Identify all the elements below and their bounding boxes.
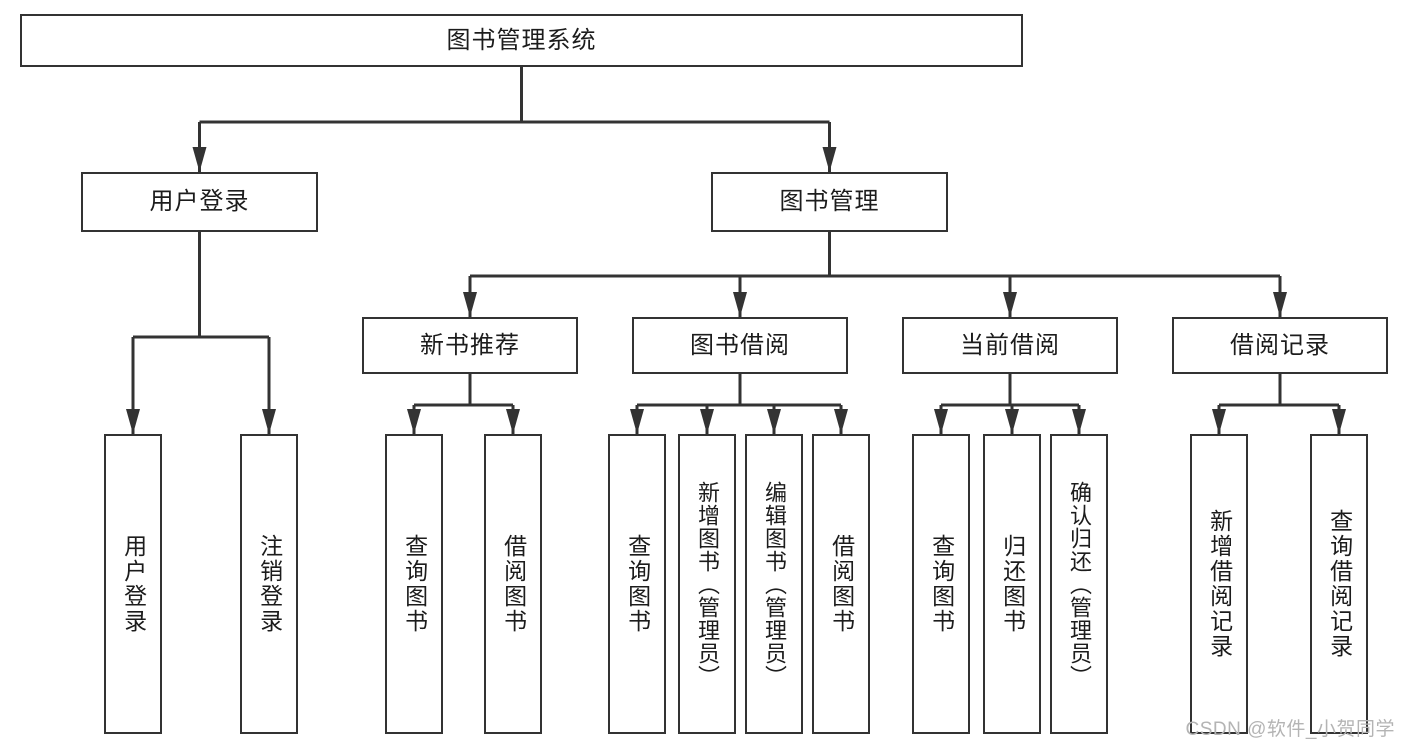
node-l-qnew[interactable]: 查询图书 (385, 434, 443, 734)
node-l-addrec[interactable]: 新增借阅记录 (1190, 434, 1248, 734)
arrowhead-icon (934, 409, 948, 434)
node-label: 注销登录 (256, 534, 283, 634)
arrowhead-icon (834, 409, 848, 434)
node-l-qcur[interactable]: 查询图书 (912, 434, 970, 734)
watermark: CSDN @软件_小贺同学 (1185, 719, 1395, 740)
node-current[interactable]: 当前借阅 (902, 317, 1118, 374)
node-label: 借阅图书 (500, 534, 527, 634)
node-l-confirm[interactable]: 确认归还（管理员） (1050, 434, 1108, 734)
node-login[interactable]: 用户登录 (81, 172, 318, 232)
node-label: 查询图书 (624, 534, 651, 634)
arrowhead-icon (192, 147, 207, 172)
node-l-bbook[interactable]: 借阅图书 (812, 434, 870, 734)
node-label: 新增借阅记录 (1206, 509, 1233, 659)
node-label: 借阅图书 (828, 534, 855, 634)
node-l-return[interactable]: 归还图书 (983, 434, 1041, 734)
arrowhead-icon (733, 292, 747, 317)
arrowhead-icon (126, 409, 140, 434)
arrowhead-icon (630, 409, 644, 434)
node-l-qbor[interactable]: 查询图书 (608, 434, 666, 734)
arrowhead-icon (1212, 409, 1226, 434)
node-label: 查询图书 (928, 534, 955, 634)
arrowhead-icon (1332, 409, 1346, 434)
node-label: 图书管理系统 (446, 26, 597, 54)
node-label: 新书推荐 (420, 331, 520, 359)
node-label: 确认归还（管理员） (1066, 480, 1092, 688)
arrowhead-icon (822, 147, 837, 172)
node-label: 归还图书 (999, 534, 1026, 634)
arrowhead-icon (1003, 292, 1017, 317)
node-label: 查询借阅记录 (1326, 509, 1353, 659)
node-label: 图书管理 (779, 188, 880, 216)
arrowhead-icon (1273, 292, 1287, 317)
node-root[interactable]: 图书管理系统 (20, 14, 1023, 67)
node-label: 用户登录 (149, 188, 250, 216)
arrowhead-icon (407, 409, 421, 434)
arrowhead-icon (767, 409, 781, 434)
node-label: 借阅记录 (1230, 331, 1330, 359)
node-bookmgmt[interactable]: 图书管理 (711, 172, 948, 232)
node-l-editbook[interactable]: 编辑图书（管理员） (745, 434, 803, 734)
arrowhead-icon (1005, 409, 1019, 434)
node-l-addbook[interactable]: 新增图书（管理员） (678, 434, 736, 734)
arrowhead-icon (506, 409, 520, 434)
node-label: 新增图书（管理员） (694, 480, 720, 688)
node-borrow[interactable]: 图书借阅 (632, 317, 848, 374)
node-label: 查询图书 (401, 534, 428, 634)
node-label: 图书借阅 (690, 331, 790, 359)
arrowhead-icon (463, 292, 477, 317)
node-label: 用户登录 (120, 534, 147, 634)
node-l-logout[interactable]: 注销登录 (240, 434, 298, 734)
node-newbook[interactable]: 新书推荐 (362, 317, 578, 374)
arrowhead-icon (1072, 409, 1086, 434)
node-records[interactable]: 借阅记录 (1172, 317, 1388, 374)
arrowhead-icon (262, 409, 276, 434)
node-l-qrec[interactable]: 查询借阅记录 (1310, 434, 1368, 734)
node-label: 编辑图书（管理员） (761, 480, 787, 688)
node-label: 当前借阅 (960, 331, 1060, 359)
arrowhead-icon (700, 409, 714, 434)
node-l-bnew[interactable]: 借阅图书 (484, 434, 542, 734)
node-l-login[interactable]: 用户登录 (104, 434, 162, 734)
